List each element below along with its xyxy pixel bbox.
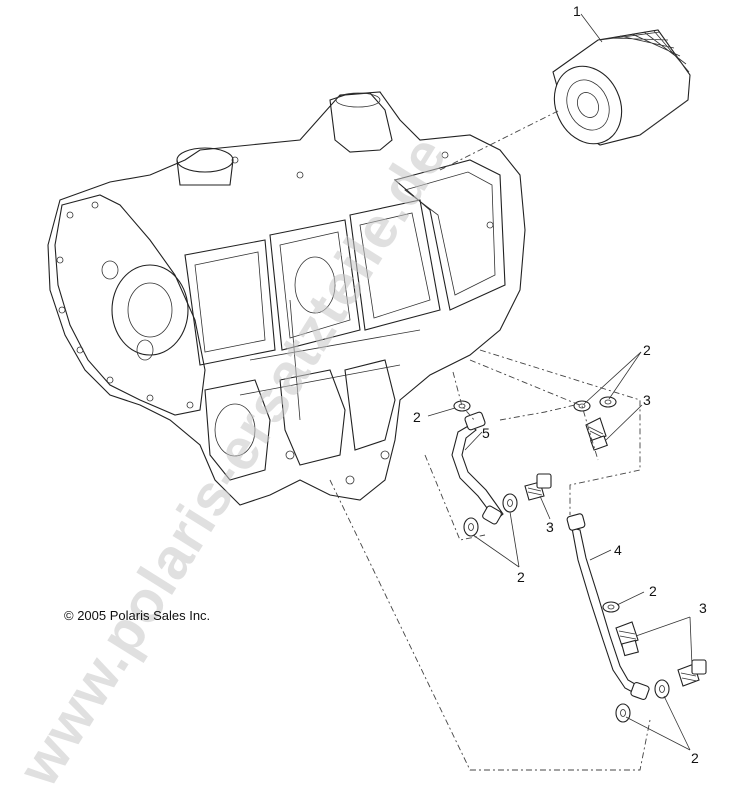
oil-line-4 <box>566 513 650 701</box>
callout-2-left-washer: 2 <box>413 409 421 425</box>
callout-3-mid: 3 <box>546 519 554 535</box>
callout-3-top-right: 3 <box>643 392 651 408</box>
callout-4: 4 <box>614 542 622 558</box>
engine-crankcase <box>47 91 526 506</box>
assembly-centerlines <box>329 109 651 771</box>
callout-5: 5 <box>482 425 490 441</box>
leader-lines <box>427 13 693 751</box>
callout-2-small: 2 <box>649 583 657 599</box>
banjo-bolts <box>524 417 707 687</box>
callout-1: 1 <box>573 3 581 19</box>
callout-2-bottom: 2 <box>691 750 699 766</box>
callout-2-mid: 2 <box>517 569 525 585</box>
washers <box>453 396 670 723</box>
oil-filter <box>552 29 691 146</box>
callout-3-bottom-right: 3 <box>699 600 707 616</box>
copyright-text: © 2005 Polaris Sales Inc. <box>64 608 210 623</box>
oil-line-5 <box>451 411 504 525</box>
callout-2-top-right: 2 <box>643 342 651 358</box>
watermark-text: www.polaris-ersatzteile.de <box>5 124 459 797</box>
